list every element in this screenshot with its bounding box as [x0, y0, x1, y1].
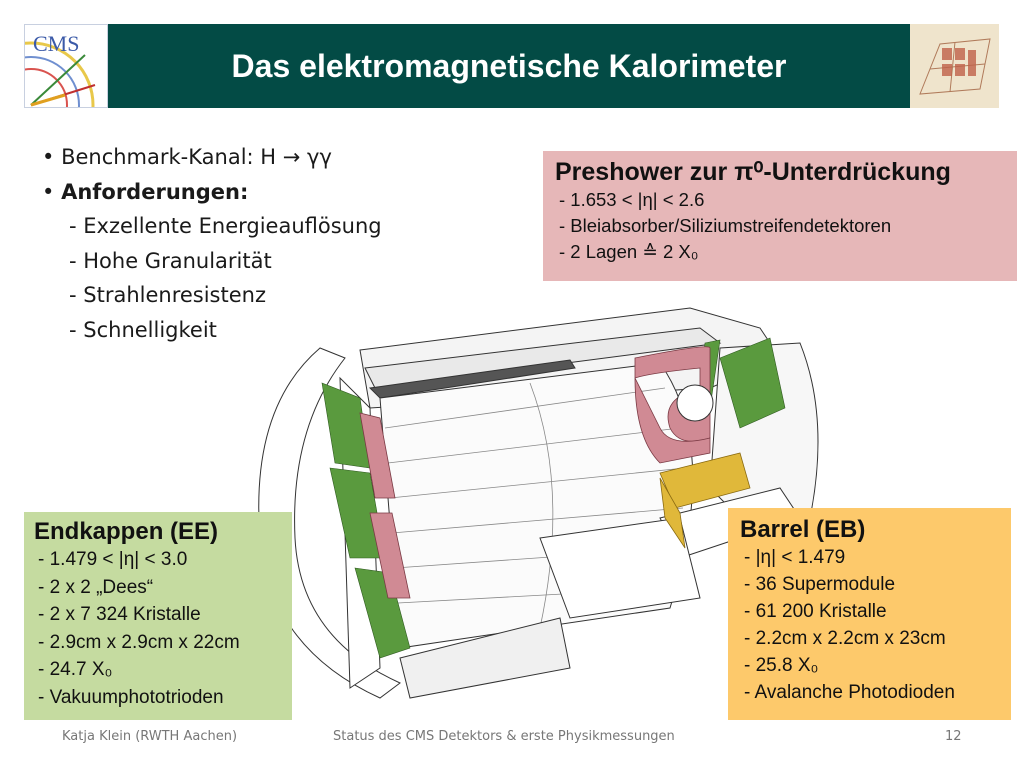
- endcap-line: - 24.7 X₀: [38, 659, 113, 680]
- footer-author: Katja Klein (RWTH Aachen): [62, 729, 238, 744]
- barrel-line: - 2.2cm x 2.2cm x 23cm: [744, 628, 946, 649]
- endcap-line: - 2.9cm x 2.9cm x 22cm: [38, 631, 240, 653]
- preshower-line: - Bleiabsorber/Siliziumstreifendetektore…: [559, 215, 892, 236]
- endcap-title: Endkappen (EE): [34, 518, 219, 545]
- barrel-line: - 36 Supermodule: [744, 574, 896, 595]
- barrel-line: - 61 200 Kristalle: [744, 601, 887, 622]
- list-item: - Hohe Granularität: [69, 248, 272, 273]
- preshower-title: Preshower zur π⁰-Unterdrückung: [555, 158, 951, 186]
- requirements-list: • Benchmark-Kanal: H → γγ • Anforderunge…: [42, 140, 382, 347]
- title-bar: Das elektromagnetische Kalorimeter: [108, 24, 910, 108]
- bullet-requirements-text: Anforderungen:: [61, 179, 249, 204]
- endcap-box: Endkappen (EE) - 1.479 < |η| < 3.0 - 2 x…: [24, 512, 292, 720]
- ecal-detector-diagram: [258, 307, 819, 699]
- preshower-line: - 2 Lagen ≙ 2 X₀: [559, 241, 699, 262]
- barrel-line: - |η| < 1.479: [744, 547, 846, 568]
- cms-logo: CMS: [24, 24, 108, 108]
- barrel-title: Barrel (EB): [740, 516, 866, 543]
- bullet-benchmark: • Benchmark-Kanal: H → γγ: [42, 145, 332, 169]
- preshower-box: Preshower zur π⁰-Unterdrückung - 1.653 <…: [543, 151, 1017, 281]
- list-item: - Schnelligkeit: [69, 317, 217, 342]
- footer-talk-title: Status des CMS Detektors & erste Physikm…: [333, 729, 675, 744]
- barrel-box: Barrel (EB) - |η| < 1.479 - 36 Supermodu…: [728, 508, 1011, 720]
- endcap-line: - 2 x 7 324 Kristalle: [38, 604, 201, 625]
- page-title: Das elektromagnetische Kalorimeter: [231, 47, 787, 84]
- endcap-line: - Vakuumphototrioden: [38, 686, 224, 708]
- endcap-line: - 1.479 < |η| < 3.0: [38, 549, 188, 570]
- page-number: 12: [945, 729, 962, 744]
- bullet-benchmark-text: Benchmark-Kanal: H → γγ: [61, 145, 332, 169]
- endcap-line: - 2 x 2 „Dees“: [38, 576, 154, 598]
- cms-logo-text: CMS: [33, 31, 80, 56]
- barrel-line: - Avalanche Photodioden: [744, 682, 955, 703]
- barrel-line: - 25.8 X₀: [744, 655, 819, 676]
- slide-header: CMS Das elektromagnetische Kalorimeter: [24, 24, 999, 108]
- list-item: - Strahlenresistenz: [69, 283, 266, 307]
- ecal-crystals-image: [910, 24, 999, 108]
- list-item: - Exzellente Energieauflösung: [69, 214, 382, 238]
- bullet-requirements: • Anforderungen:: [42, 179, 249, 204]
- preshower-line: - 1.653 < |η| < 2.6: [559, 189, 705, 210]
